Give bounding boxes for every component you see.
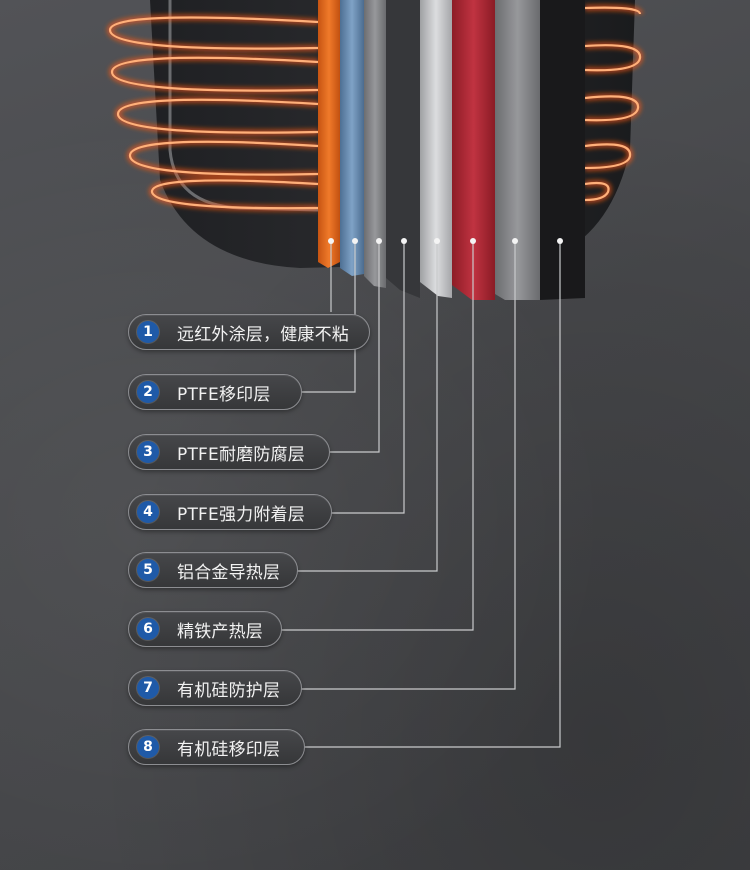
- leader-line-3: [328, 241, 380, 453]
- layer-strip-5: [420, 0, 452, 298]
- leader-dot-5: [434, 238, 440, 244]
- leader-dot-7: [512, 238, 518, 244]
- layer-number-badge: 1: [137, 321, 159, 343]
- leader-line-6: [281, 241, 474, 631]
- layer-number-badge: 5: [137, 559, 159, 581]
- layer-number-badge: 2: [137, 381, 159, 403]
- layer-label: 有机硅防护层: [177, 680, 281, 701]
- layer-strip-6: [452, 0, 495, 300]
- layer-badge-3: 3 PTFE耐磨防腐层: [128, 434, 330, 470]
- layer-label: PTFE强力附着层: [177, 504, 305, 525]
- heat-coils-right: [584, 4, 644, 204]
- layer-label: 铝合金导热层: [177, 562, 281, 583]
- layer-label: PTFE移印层: [177, 384, 271, 405]
- layer-badge-5: 5 铝合金导热层: [128, 552, 298, 588]
- leader-dot-8: [557, 238, 563, 244]
- layer-strip-2: [340, 0, 364, 276]
- leader-line-2: [300, 241, 356, 393]
- leader-dots: [328, 238, 563, 244]
- layer-label: 远红外涂层，健康不粘: [177, 324, 349, 345]
- leader-dot-1: [328, 238, 334, 244]
- layer-badge-1: 1 远红外涂层，健康不粘: [128, 314, 370, 350]
- layer-badge-4: 4 PTFE强力附着层: [128, 494, 332, 530]
- heat-coils-left: [106, 14, 319, 212]
- layer-strip-7: [495, 0, 540, 300]
- layer-label: 精铁产热层: [177, 621, 263, 642]
- layer-number-badge: 4: [137, 501, 159, 523]
- leader-line-8: [304, 241, 561, 748]
- leader-line-4: [330, 241, 405, 514]
- layer-strip-4: [386, 0, 420, 298]
- layer-badge-8: 8 有机硅移印层: [128, 729, 305, 765]
- layer-strip-3: [364, 0, 386, 288]
- layer-strip-8: [540, 0, 585, 300]
- layer-label: PTFE耐磨防腐层: [177, 444, 305, 465]
- layer-strips: [318, 0, 585, 300]
- layer-number-badge: 8: [137, 736, 159, 758]
- leader-lines: [281, 241, 561, 748]
- layer-number-badge: 6: [137, 618, 159, 640]
- leader-dot-6: [470, 238, 476, 244]
- leader-dot-2: [352, 238, 358, 244]
- leader-line-7: [301, 241, 516, 690]
- layer-number-badge: 3: [137, 441, 159, 463]
- layer-badge-2: 2 PTFE移印层: [128, 374, 302, 410]
- leader-line-5: [297, 241, 438, 572]
- layer-label: 有机硅移印层: [177, 739, 281, 760]
- leader-dot-4: [401, 238, 407, 244]
- layer-badge-6: 6 精铁产热层: [128, 611, 282, 647]
- layer-badge-7: 7 有机硅防护层: [128, 670, 302, 706]
- leader-dot-3: [376, 238, 382, 244]
- layer-strip-1: [318, 0, 340, 268]
- layer-number-badge: 7: [137, 677, 159, 699]
